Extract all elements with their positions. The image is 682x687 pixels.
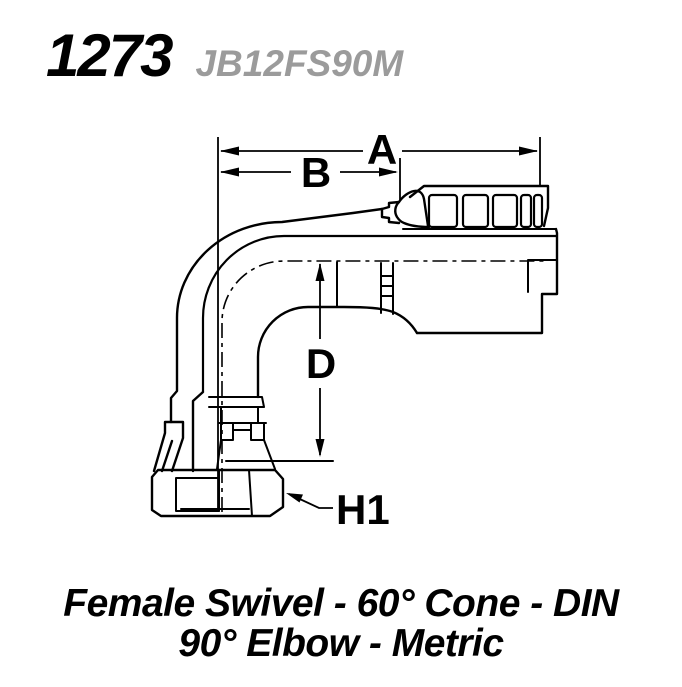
- model-code: JB12FS90M: [195, 43, 404, 84]
- header: 1273 JB12FS90M: [46, 26, 403, 86]
- tube-upper-wall: [201, 234, 557, 392]
- swivel-nut: [150, 468, 285, 518]
- centerline: [221, 260, 545, 512]
- dimension-a: A: [220, 126, 538, 173]
- dim-label-d: D: [306, 340, 336, 387]
- elbow-outer-profile: [169, 207, 384, 424]
- arrowhead-b-right: [379, 167, 398, 177]
- fitting-drawing: [150, 184, 559, 518]
- nut-facet-lines: [180, 469, 253, 517]
- caption-line-2: 90° Elbow - Metric: [178, 622, 504, 665]
- ferrule-tab: [380, 200, 401, 225]
- stem-band-mid: [220, 406, 259, 424]
- ferrule-nose: [394, 189, 431, 229]
- socket-end: [415, 227, 559, 335]
- nipple-section-lines: [336, 261, 394, 315]
- arrowhead-d-down: [315, 439, 325, 457]
- dim-label-h1: H1: [336, 486, 390, 533]
- dim-label-b: B: [301, 149, 331, 196]
- dimensions: A B D H1: [217, 126, 541, 533]
- socket-end-face: [527, 259, 557, 293]
- caption-line-1: Female Swivel - 60° Cone - DIN: [63, 582, 619, 625]
- dimension-h1: H1: [286, 486, 390, 533]
- tube-lower-wall: [256, 305, 419, 399]
- arrowhead-d-up: [315, 263, 325, 281]
- leg-flare: [152, 420, 185, 473]
- stem-band-lower: [218, 422, 267, 441]
- arrowhead-a-right: [519, 146, 538, 156]
- dimension-d: D: [225, 263, 336, 462]
- stem-tapers: [216, 439, 276, 470]
- dimension-b: B: [220, 149, 398, 196]
- ferrule-top-edge: [408, 184, 550, 228]
- leg-wall-step: [191, 390, 205, 473]
- arrowhead-h1: [286, 493, 303, 503]
- part-number: 1273: [46, 22, 173, 89]
- arrowhead-a-left: [220, 146, 239, 156]
- caption: Female Swivel - 60° Cone - DIN 90° Elbow…: [0, 584, 682, 664]
- arrowhead-b-left: [220, 167, 239, 177]
- dim-label-a: A: [367, 126, 397, 173]
- nut-bore-lines: [175, 477, 220, 512]
- crimp-serrations: [427, 193, 544, 229]
